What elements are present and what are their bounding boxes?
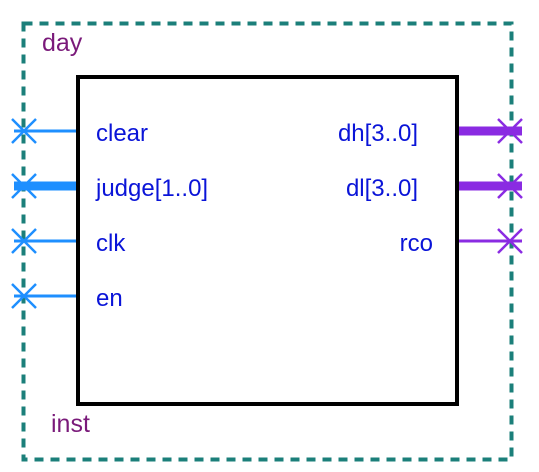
- input-wires: [11, 118, 78, 309]
- x-pin-marker-icon[interactable]: [497, 173, 523, 199]
- port-label-judge: judge[1..0]: [95, 175, 208, 202]
- x-pin-marker-icon[interactable]: [11, 283, 37, 309]
- x-pin-marker-icon[interactable]: [497, 118, 523, 144]
- input-port-labels: clear judge[1..0] clk en: [95, 120, 208, 312]
- port-label-dl: dl[3..0]: [346, 175, 418, 202]
- component-block[interactable]: [76, 75, 459, 406]
- port-label-dh: dh[3..0]: [338, 120, 418, 147]
- x-pin-marker-icon[interactable]: [11, 173, 37, 199]
- port-label-clear: clear: [96, 120, 148, 147]
- x-pin-marker-icon[interactable]: [497, 228, 523, 254]
- x-pin-marker-icon[interactable]: [11, 228, 37, 254]
- output-port-labels: dh[3..0] dl[3..0] rco: [338, 120, 433, 257]
- port-label-clk: clk: [96, 230, 126, 257]
- output-wires: [457, 118, 523, 254]
- entity-name-label: day: [42, 29, 83, 57]
- port-label-rco: rco: [400, 230, 433, 257]
- instance-name-label: inst: [51, 410, 90, 438]
- port-label-en: en: [96, 285, 123, 312]
- x-pin-marker-icon[interactable]: [11, 118, 37, 144]
